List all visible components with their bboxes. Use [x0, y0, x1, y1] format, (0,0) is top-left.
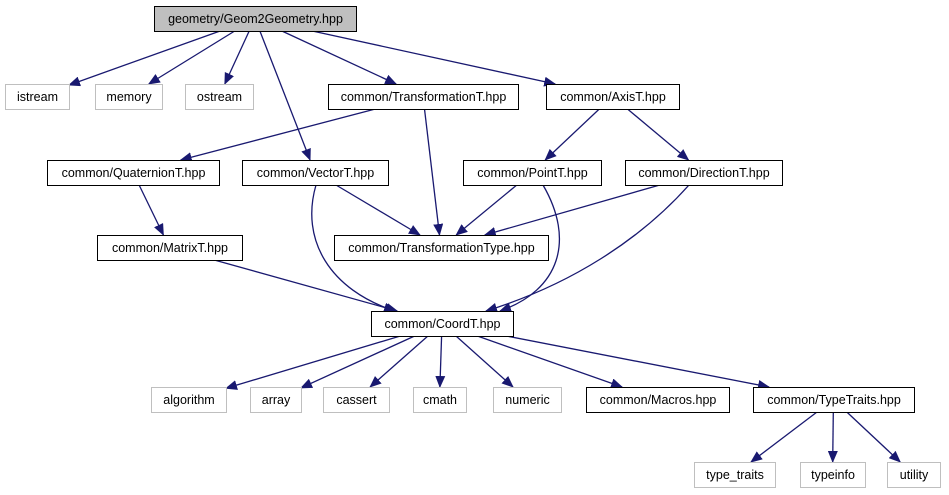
edge-root-to-ostream [224, 30, 250, 85]
edge-coordT-to-macros [477, 335, 624, 389]
node-directionT[interactable]: common/DirectionT.hpp [625, 160, 783, 186]
node-label: ostream [197, 90, 242, 104]
edge-directionT-to-coordT [485, 184, 690, 313]
node-label: common/PointT.hpp [477, 166, 588, 180]
node-box [95, 84, 163, 110]
edge-root-to-memory [147, 30, 236, 85]
node-label: common/MatrixT.hpp [112, 241, 228, 255]
node-transformationT[interactable]: common/TransformationT.hpp [328, 84, 519, 110]
node-type_traits: type_traits [694, 462, 776, 488]
node-box [371, 311, 514, 337]
node-memory: memory [95, 84, 163, 110]
node-box [546, 84, 680, 110]
node-box [800, 462, 866, 488]
edge-typeTraits-to-type_traits [750, 411, 818, 463]
node-label: typeinfo [811, 468, 855, 482]
node-box [250, 387, 302, 413]
node-box [97, 235, 243, 261]
node-label: array [262, 393, 291, 407]
node-pointT[interactable]: common/PointT.hpp [463, 160, 602, 186]
node-box [154, 6, 357, 32]
edge-vectorT-to-coordT [311, 184, 396, 313]
node-box [328, 84, 519, 110]
node-label: istream [17, 90, 58, 104]
node-numeric: numeric [493, 387, 562, 413]
node-ostream: ostream [185, 84, 254, 110]
edge-typeTraits-to-utility [846, 411, 901, 463]
node-label: common/DirectionT.hpp [638, 166, 769, 180]
node-label: cmath [423, 393, 457, 407]
edge-vectorT-to-transformationType [335, 184, 421, 236]
node-label: common/QuaternionT.hpp [62, 166, 206, 180]
node-label: common/AxisT.hpp [560, 90, 666, 104]
node-quaternionT[interactable]: common/QuaternionT.hpp [47, 160, 220, 186]
node-box [586, 387, 730, 413]
node-label: numeric [505, 393, 549, 407]
node-label: memory [106, 90, 152, 104]
node-box [694, 462, 776, 488]
node-box [47, 160, 220, 186]
node-label: common/VectorT.hpp [257, 166, 374, 180]
edge-axisT-to-directionT [627, 108, 690, 161]
edge-pointT-to-coordT [499, 184, 561, 313]
node-box [887, 462, 941, 488]
node-istream: istream [5, 84, 70, 110]
node-box [334, 235, 549, 261]
node-axisT[interactable]: common/AxisT.hpp [546, 84, 680, 110]
node-cassert: cassert [323, 387, 390, 413]
node-label: common/TransformationT.hpp [341, 90, 507, 104]
node-coordT[interactable]: common/CoordT.hpp [371, 311, 514, 337]
edge-quaternionT-to-matrixT [138, 184, 164, 236]
edge-coordT-to-typeTraits [506, 335, 771, 390]
edge-root-to-istream [68, 30, 221, 87]
edge-transformationT-to-quaternionT [179, 108, 376, 163]
edge-coordT-to-cassert [369, 335, 429, 388]
edge-coordT-to-numeric [455, 335, 514, 388]
edge-coordT-to-array [300, 335, 415, 389]
node-box [463, 160, 602, 186]
node-box [5, 84, 70, 110]
node-label: utility [900, 468, 929, 482]
edge-axisT-to-pointT [544, 108, 600, 161]
edge-root-to-axisT [312, 30, 557, 87]
node-label: common/TransformationType.hpp [348, 241, 534, 255]
node-label: common/TypeTraits.hpp [767, 393, 901, 407]
node-box [323, 387, 390, 413]
node-box [493, 387, 562, 413]
node-root: geometry/Geom2Geometry.hpp [154, 6, 357, 32]
node-transformationType[interactable]: common/TransformationType.hpp [334, 235, 549, 261]
node-box [185, 84, 254, 110]
edge-coordT-to-algorithm [225, 335, 401, 390]
node-typeTraits[interactable]: common/TypeTraits.hpp [753, 387, 915, 413]
node-box [242, 160, 389, 186]
edge-root-to-transformationT [281, 30, 398, 85]
edge-typeTraits-to-typeinfo [827, 411, 838, 463]
node-typeinfo: typeinfo [800, 462, 866, 488]
edge-directionT-to-transformationType [483, 184, 660, 237]
node-box [625, 160, 783, 186]
node-algorithm: algorithm [151, 387, 227, 413]
edges-layer [68, 30, 901, 463]
node-label: common/Macros.hpp [600, 393, 717, 407]
edge-pointT-to-transformationType [455, 184, 518, 236]
node-array: array [250, 387, 302, 413]
node-utility: utility [887, 462, 941, 488]
node-label: algorithm [163, 393, 214, 407]
node-box [151, 387, 227, 413]
node-box [753, 387, 915, 413]
edge-matrixT-to-coordT [214, 259, 399, 313]
node-vectorT[interactable]: common/VectorT.hpp [242, 160, 389, 186]
node-label: common/CoordT.hpp [384, 317, 500, 331]
node-macros[interactable]: common/Macros.hpp [586, 387, 730, 413]
node-cmath: cmath [413, 387, 467, 413]
edge-coordT-to-cmath [435, 335, 446, 388]
edge-root-to-vectorT [259, 30, 311, 161]
node-box [413, 387, 467, 413]
node-label: cassert [336, 393, 377, 407]
node-label: type_traits [706, 468, 764, 482]
node-matrixT[interactable]: common/MatrixT.hpp [97, 235, 243, 261]
edge-transformationT-to-transformationType [423, 108, 444, 236]
nodes-layer: geometry/Geom2Geometry.hpp istream memory o… [5, 6, 941, 488]
node-label: geometry/Geom2Geometry.hpp [168, 12, 343, 26]
